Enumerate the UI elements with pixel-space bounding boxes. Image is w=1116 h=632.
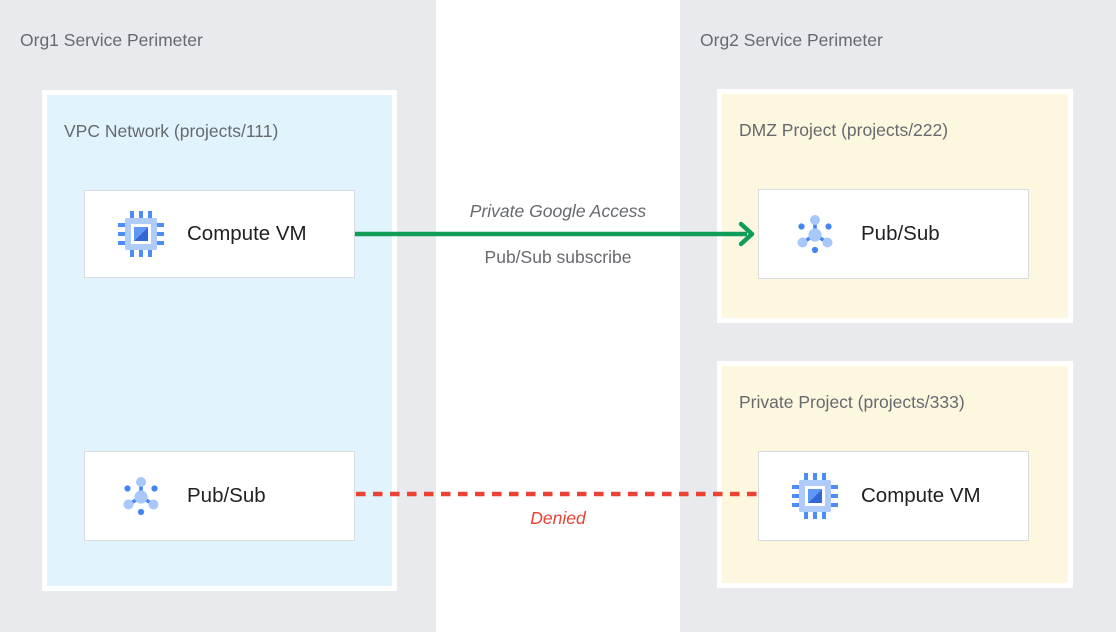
org1-service-perimeter: Org1 Service Perimeter VPC Network (proj…: [0, 0, 436, 632]
org2-perimeter-title: Org2 Service Perimeter: [700, 30, 883, 50]
org1-pubsub-label: Pub/Sub: [187, 484, 266, 507]
compute-engine-icon: [791, 472, 839, 520]
org2-dmz-pubsub-node: Pub/Sub: [758, 189, 1029, 279]
dmz-project-zone: DMZ Project (projects/222): [717, 89, 1073, 323]
org2-service-perimeter: Org2 Service Perimeter DMZ Project (proj…: [680, 0, 1116, 632]
org2-private-compute-vm-label: Compute VM: [861, 484, 981, 507]
private-project-zone: Private Project (projects/333): [717, 361, 1073, 588]
org1-pubsub-node: Pub/Sub: [84, 451, 355, 541]
pubsub-icon: [117, 472, 165, 520]
org2-private-compute-vm-node: Compute VM: [758, 451, 1029, 541]
vpc-network-label: VPC Network (projects/111): [64, 121, 279, 141]
org2-dmz-pubsub-label: Pub/Sub: [861, 222, 940, 245]
dmz-project-label: DMZ Project (projects/222): [739, 120, 949, 140]
pubsub-icon: [791, 210, 839, 258]
org1-compute-vm-label: Compute VM: [187, 222, 307, 245]
denied-connection-label: Denied: [530, 508, 586, 528]
private-project-label: Private Project (projects/333): [739, 392, 965, 412]
org1-compute-vm-node: Compute VM: [84, 190, 355, 278]
vpc-network-zone: VPC Network (projects/111): [42, 90, 397, 591]
org1-perimeter-title: Org1 Service Perimeter: [20, 30, 203, 50]
allowed-connection-subtitle: Pub/Sub subscribe: [484, 247, 632, 267]
compute-engine-icon: [117, 210, 165, 258]
allowed-connection-title: Private Google Access: [469, 201, 647, 221]
